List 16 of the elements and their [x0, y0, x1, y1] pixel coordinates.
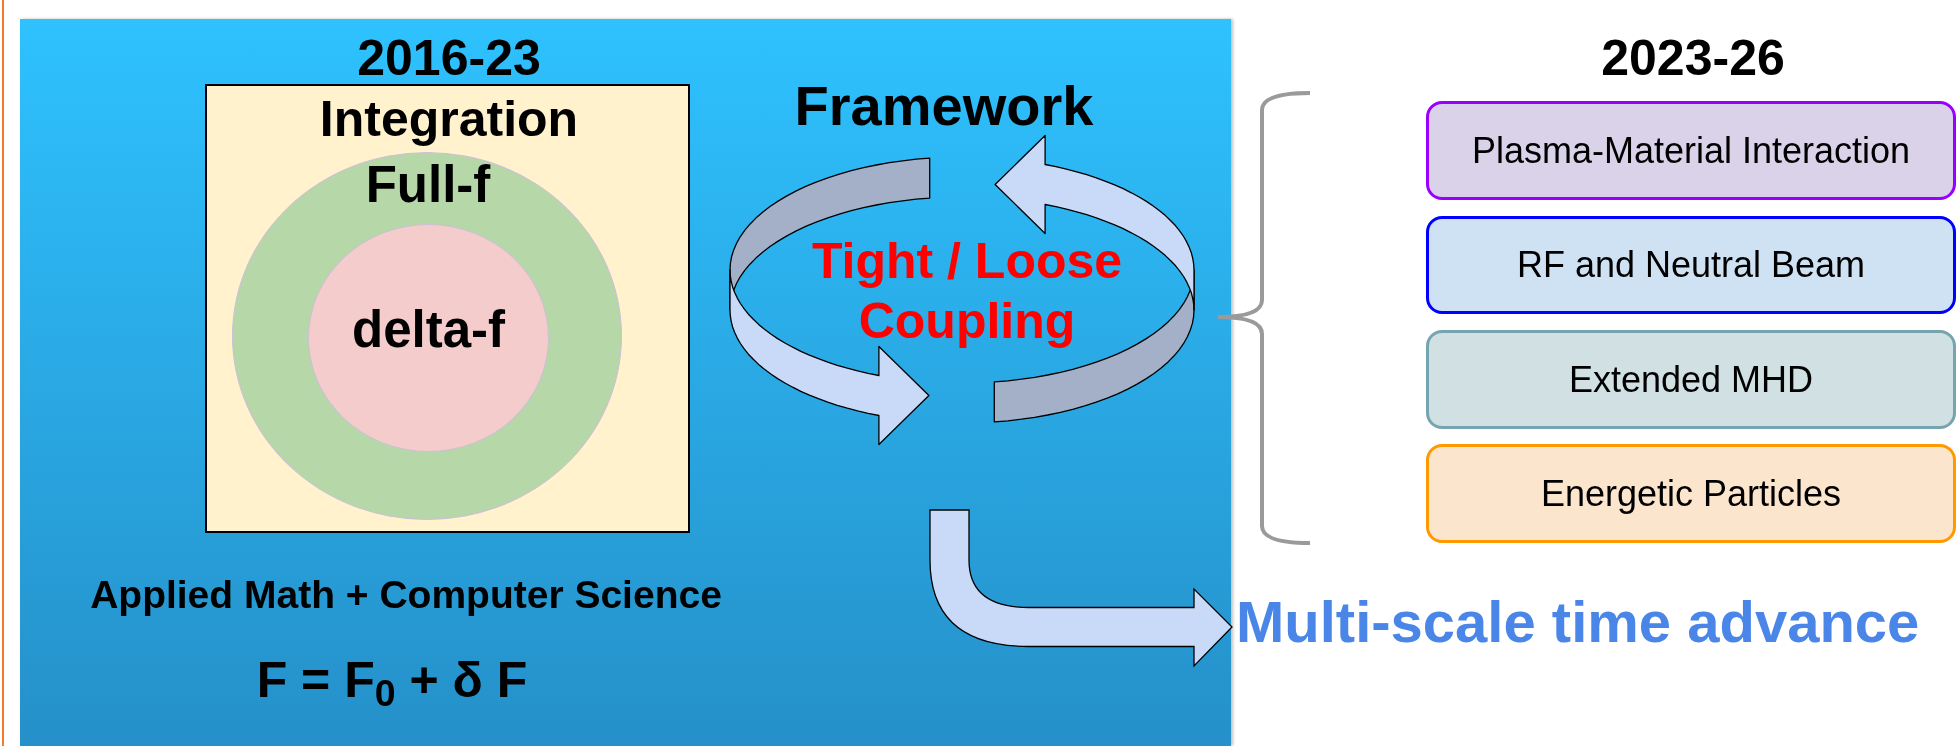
topic-box: Plasma-Material Interaction [1426, 101, 1956, 200]
box-heading: Integration [318, 90, 580, 148]
topic-box: RF and Neutral Beam [1426, 216, 1956, 314]
circle-label: Full-f [364, 156, 492, 214]
topic-box: Energetic Particles [1426, 444, 1956, 543]
inner-circle: delta-f [308, 224, 549, 452]
background-panel [20, 19, 1231, 746]
bent-block-arrow [929, 509, 1233, 667]
formula-text: F = F$_{0}$ + δ F [255, 650, 529, 713]
topic-box: Extended MHD [1426, 330, 1956, 429]
period-heading: 2016-23 [356, 30, 542, 86]
coupling-label: Tight / Loose Coupling [810, 232, 1124, 351]
time-advance-text: Multi-scale time advance [1236, 588, 1936, 654]
framework-heading: Framework [793, 73, 1095, 139]
period-heading: 2023-26 [1600, 30, 1786, 86]
caption-text: Applied Math + Computer Science [89, 571, 723, 618]
